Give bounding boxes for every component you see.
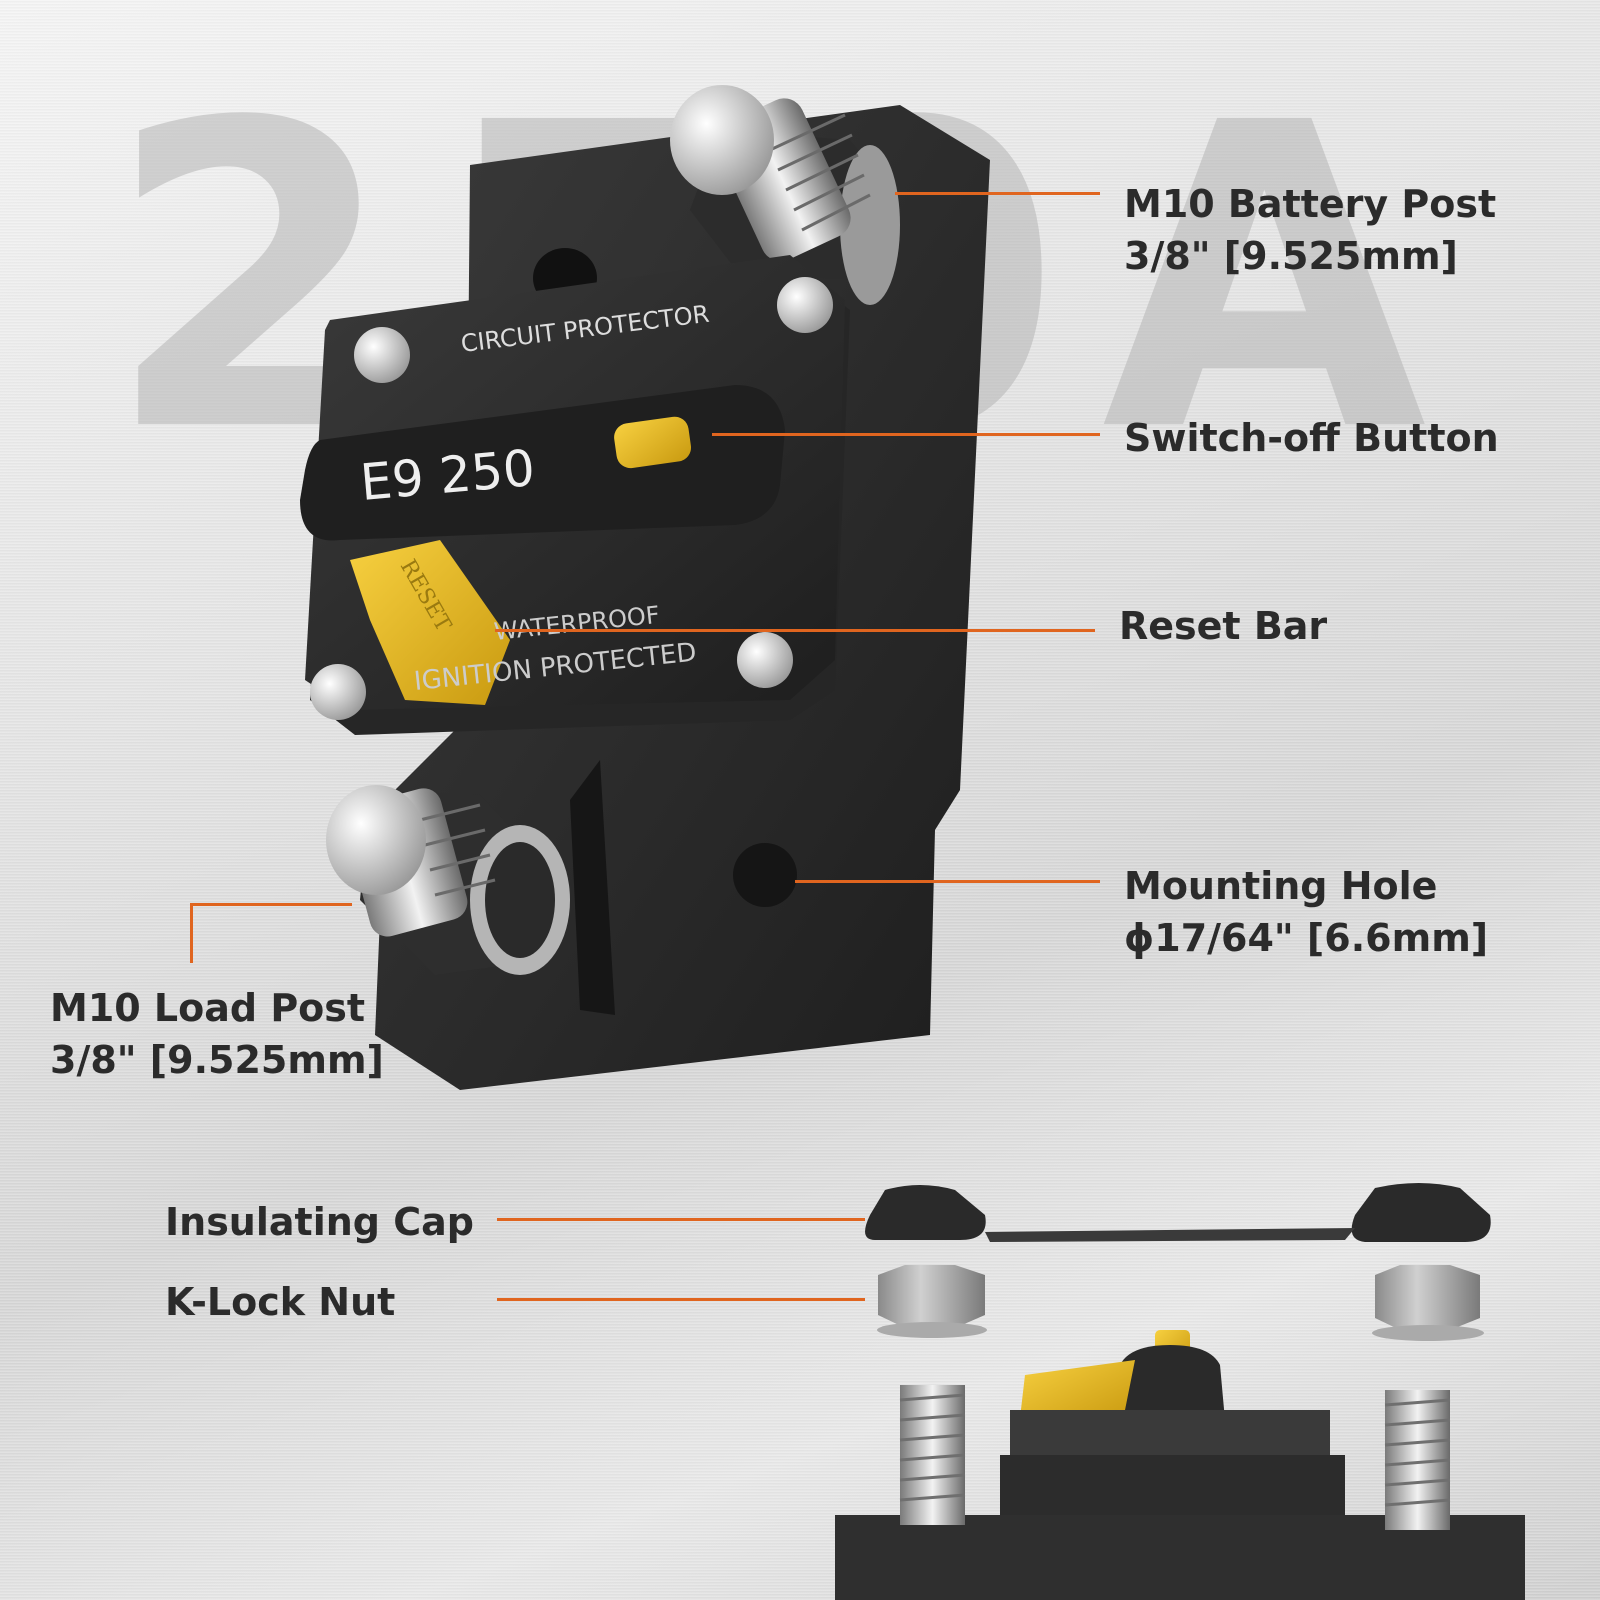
mounting-hole-leader: [795, 880, 1100, 883]
load-post: [326, 785, 570, 975]
mounting-hole-title: Mounting Hole: [1124, 864, 1438, 908]
k-lock-nut-leader: [497, 1298, 865, 1301]
front-panel: [300, 255, 850, 735]
k-lock-nut-title: K-Lock Nut: [165, 1280, 396, 1324]
switch-off-label: Switch-off Button: [1124, 412, 1499, 464]
reset-bar: [350, 540, 510, 705]
mounting-hole-size: ϕ17/64" [6.6mm]: [1124, 916, 1489, 960]
reset-bar-label: Reset Bar: [1119, 600, 1327, 652]
battery-post: [670, 85, 900, 305]
insulating-cap-label: Insulating Cap: [165, 1196, 474, 1248]
switch-off-button: [614, 416, 692, 469]
insulating-cap: [865, 1183, 1491, 1242]
k-lock-nut-label: K-Lock Nut: [165, 1276, 395, 1328]
battery-post-size: 3/8" [9.525mm]: [1124, 234, 1458, 278]
load-post-leader-v: [190, 903, 193, 963]
battery-post-title: M10 Battery Post: [1124, 182, 1497, 226]
panel-screw: [354, 327, 410, 383]
mounting-hole: [733, 843, 797, 907]
panel-screw: [737, 632, 793, 688]
insulating-cap-title: Insulating Cap: [165, 1200, 474, 1244]
battery-post-leader: [895, 192, 1100, 195]
battery-post-label: M10 Battery Post 3/8" [9.525mm]: [1124, 178, 1496, 282]
load-post-label: M10 Load Post 3/8" [9.525mm]: [50, 982, 384, 1086]
k-lock-nut: [877, 1265, 1484, 1341]
breaker-side-view: [835, 1330, 1525, 1600]
insulating-cap-leader: [497, 1218, 865, 1221]
switch-off-title: Switch-off Button: [1124, 416, 1499, 460]
load-post-leader-h: [192, 903, 352, 906]
load-post-size: 3/8" [9.525mm]: [50, 1038, 384, 1082]
panel-screw: [777, 277, 833, 333]
panel-screw: [310, 664, 366, 720]
mounting-hole-label: Mounting Hole ϕ17/64" [6.6mm]: [1124, 860, 1488, 964]
switch-off-leader: [712, 433, 1100, 436]
reset-bar-leader: [495, 629, 1095, 632]
load-post-title: M10 Load Post: [50, 986, 366, 1030]
reset-bar-title: Reset Bar: [1119, 604, 1328, 648]
